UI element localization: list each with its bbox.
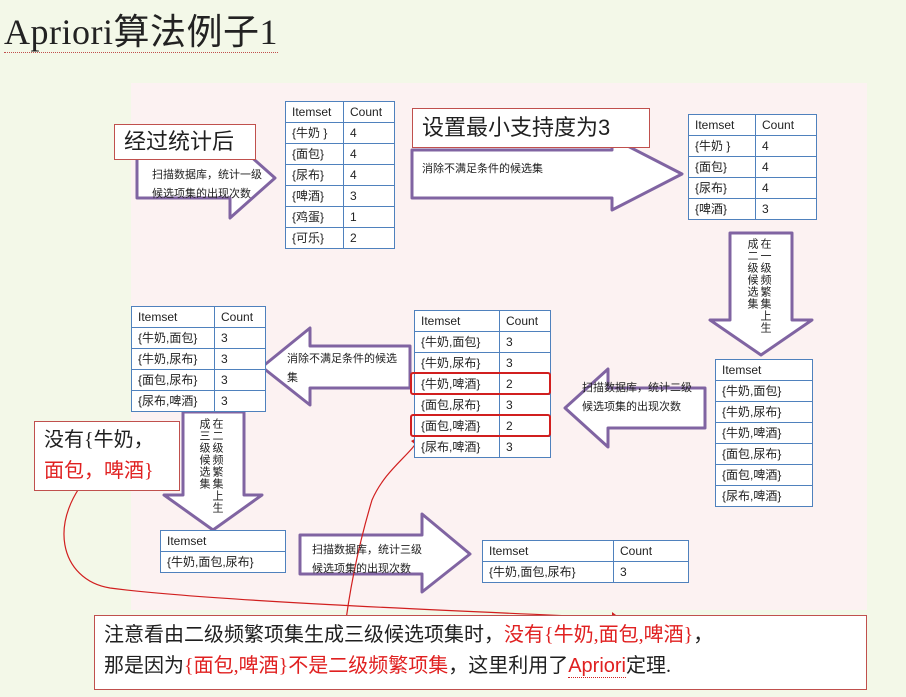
arrow-text-scan-c2: 扫描数据库，统计二级候选项集的出现次数 <box>582 382 692 413</box>
table-cell: {牛奶,面包} <box>131 327 215 349</box>
table-cell: 3 <box>499 331 551 353</box>
table-c2-generated: Itemset {牛奶,面包} {牛奶,尿布} {牛奶,啤酒} {面包,尿布} … <box>715 359 813 507</box>
table-cell: 4 <box>755 156 817 178</box>
arrow-gen-c3 <box>162 410 264 532</box>
table-cell: Itemset <box>285 101 344 123</box>
table-cell: 3 <box>214 390 266 412</box>
table-cell: Count <box>613 540 689 562</box>
table-cell: Itemset <box>715 359 813 381</box>
table-cell: {牛奶,尿布} <box>131 348 215 370</box>
table-cell: Count <box>755 114 817 136</box>
table-cell: 1 <box>343 206 395 228</box>
table-cell: {面包} <box>688 156 756 178</box>
table-cell: {可乐} <box>285 227 344 249</box>
table-cell: {尿布,啤酒} <box>414 436 500 458</box>
table-cell: Itemset <box>688 114 756 136</box>
table-cell: 3 <box>214 369 266 391</box>
table-cell: Itemset <box>131 306 215 328</box>
arrow-text-scan-c3: 扫描数据库，统计三级候选项集的出现次数 <box>312 544 422 575</box>
explanation-line-1: 注意看由二级频繁项集生成三级候选项集时，没有{牛奶,面包,啤酒}， <box>104 624 714 646</box>
table-cell: 3 <box>499 436 551 458</box>
arrow-scan-c2 <box>563 367 707 449</box>
arrow-scan-c3 <box>298 512 472 594</box>
table-cell: {鸡蛋} <box>285 206 344 228</box>
table-cell: {牛奶,面包,尿布} <box>482 561 614 583</box>
pointer-line-note <box>63 469 621 619</box>
note-line-2: 面包，啤酒} <box>44 460 154 482</box>
table-cell: {啤酒} <box>688 198 756 220</box>
arrow-gen-c2 <box>708 231 814 357</box>
table-cell: {尿布,啤酒} <box>131 390 215 412</box>
table-cell: 4 <box>755 177 817 199</box>
after-stats-label: 经过统计后 <box>114 124 256 160</box>
table-cell: {面包,尿布} <box>131 369 215 391</box>
table-cell: 3 <box>755 198 817 220</box>
note-line-1: 没有{牛奶， <box>44 429 154 451</box>
arrow-prune-c2 <box>260 326 412 407</box>
arrow-text-prune-c2: 消除不满足条件的候选集 <box>287 353 397 384</box>
arrow-prune-c1 <box>410 136 684 212</box>
table-cell: {牛奶,啤酒} <box>414 373 500 395</box>
table-cell: 3 <box>214 327 266 349</box>
table-cell: 4 <box>343 143 395 165</box>
table-cell: {尿布} <box>688 177 756 199</box>
table-cell: 4 <box>343 122 395 144</box>
table-cell: Itemset <box>160 530 286 552</box>
table-cell: 3 <box>214 348 266 370</box>
table-cell: 3 <box>343 185 395 207</box>
table-cell: 3 <box>499 394 551 416</box>
table-cell: Itemset <box>482 540 614 562</box>
table-cell: {牛奶 } <box>688 135 756 157</box>
highlight-milk-beer <box>410 372 551 395</box>
table-cell: {牛奶,尿布} <box>414 352 500 374</box>
table-cell: Itemset <box>414 310 500 332</box>
arrow-text-scan-c1: 扫描数据库，统计一级候选项集的出现次数 <box>152 169 262 200</box>
table-cell: 2 <box>343 227 395 249</box>
explanation-line-2: 那是因为{面包,啤酒}不是二级频繁项集，这里利用了Apriori定理. <box>104 655 671 678</box>
table-cell: Count <box>343 101 395 123</box>
table-cell: 3 <box>613 561 689 583</box>
arrow-text-gen-c3: 在二级频繁集上生成三级候选集 <box>198 418 223 514</box>
table-cell: {面包,啤酒} <box>715 464 813 486</box>
arrow-text-gen-c2: 在一级频繁集上生成二级候选集 <box>746 238 771 334</box>
table-cell: 4 <box>755 135 817 157</box>
highlight-bread-beer <box>410 414 551 437</box>
table-cell: {牛奶,啤酒} <box>715 422 813 444</box>
bottom-explanation: 注意看由二级频繁项集生成三级候选项集时，没有{牛奶,面包,啤酒}， 那是因为{面… <box>94 615 867 690</box>
table-cell: {牛奶,面包} <box>715 380 813 402</box>
table-cell: {尿布} <box>285 164 344 186</box>
table-cell: {尿布,啤酒} <box>715 485 813 507</box>
table-cell: {面包,尿布} <box>414 394 500 416</box>
table-cell: {面包,尿布} <box>715 443 813 465</box>
table-cell: Count <box>214 306 266 328</box>
table-cell: 4 <box>343 164 395 186</box>
table-cell: 3 <box>499 352 551 374</box>
table-cell: Count <box>499 310 551 332</box>
slide-title: Apriori算法例子1 <box>4 12 278 53</box>
table-cell: {啤酒} <box>285 185 344 207</box>
table-cell: {面包} <box>285 143 344 165</box>
min-support-label: 设置最小支持度为3 <box>412 108 650 148</box>
table-cell: {牛奶,面包} <box>414 331 500 353</box>
arrow-text-prune-c1: 消除不满足条件的候选集 <box>422 163 543 175</box>
table-cell: {牛奶 } <box>285 122 344 144</box>
table-cell: {牛奶,尿布} <box>715 401 813 423</box>
table-c3-generated: Itemset {牛奶,面包,尿布} <box>160 530 286 573</box>
table-cell: {牛奶,面包,尿布} <box>160 551 286 573</box>
note-missing-itemset: 没有{牛奶， 面包，啤酒} <box>34 421 180 491</box>
